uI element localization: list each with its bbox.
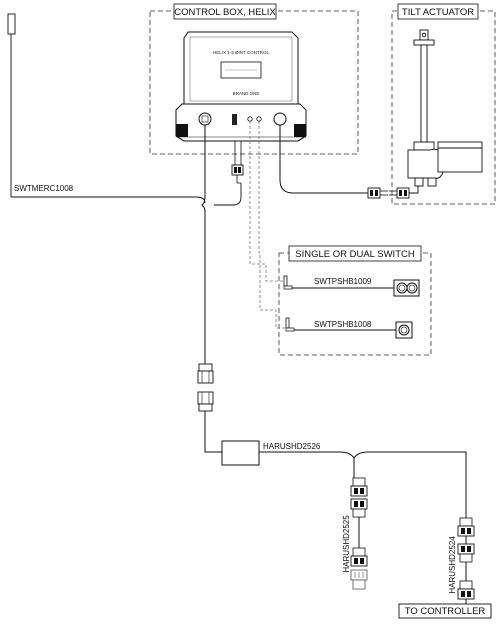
inline-connector-pair	[197, 363, 214, 412]
mercury-switch-label: SWTMERC1008	[14, 184, 74, 193]
control-box-header: CONTROL BOX, HELIX	[173, 3, 276, 20]
switch-port-1	[247, 116, 253, 122]
panel-title: HELIX 1-3 ØINT CONTROL	[213, 50, 269, 55]
tilt-actuator-group	[391, 10, 496, 205]
switch-group	[278, 252, 432, 356]
single-switch	[285, 317, 413, 339]
svg-text:SINGLE OR DUAL SWITCH: SINGLE OR DUAL SWITCH	[295, 249, 415, 260]
actuator-port	[273, 112, 287, 126]
harness-left-branch	[350, 477, 368, 590]
joystick-port	[198, 112, 212, 126]
switch-cables	[249, 121, 286, 329]
mercury-switch-sensor	[7, 13, 16, 35]
actuator-connector	[367, 175, 419, 199]
to-controller-box	[398, 603, 492, 619]
control-box-device: HELIX 1-3 ØINT CONTROL BRAND ONE	[175, 31, 307, 142]
harness-left-label: HARUSHD2525	[342, 515, 351, 573]
harness-module	[221, 440, 260, 466]
to-controller-label: TO CONTROLLER	[405, 606, 486, 617]
harness-right-label: HARUSHD2524	[448, 536, 457, 594]
tilt-actuator-header: TILT ACTUATOR	[397, 3, 479, 20]
tilt-actuator	[407, 29, 483, 187]
dual-switch-label: SWTPSHB1009	[314, 277, 372, 286]
mercury-switch-cable-bend	[11, 196, 206, 204]
mercury-port	[232, 114, 237, 125]
main-cable	[201, 125, 206, 364]
svg-text:TILT ACTUATOR: TILT ACTUATOR	[402, 7, 474, 18]
panel-small-text: BRAND ONE	[233, 91, 260, 96]
svg-text:CONTROL BOX, HELIX: CONTROL BOX, HELIX	[174, 7, 276, 18]
switch-group-header: SINGLE OR DUAL SWITCH	[288, 245, 422, 262]
switch-port-2	[256, 116, 262, 122]
mercury-switch-connector	[214, 141, 244, 206]
single-switch-label: SWTPSHB1008	[314, 320, 372, 329]
harness-main-label: HARUSHD2526	[263, 442, 321, 451]
harness-right-branch	[457, 517, 475, 604]
dual-switch	[283, 275, 420, 297]
actuator-cable	[279, 125, 368, 194]
